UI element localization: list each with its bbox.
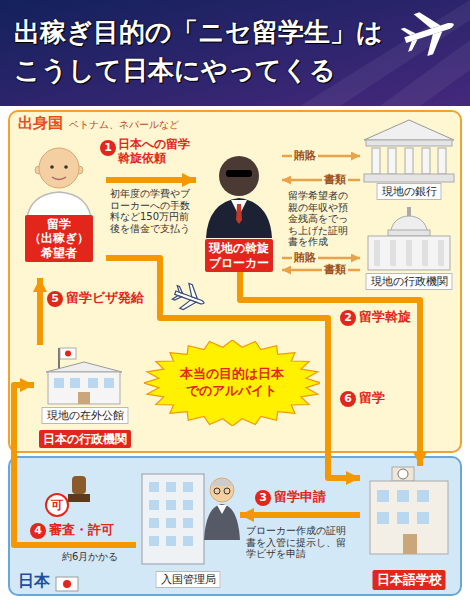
airplane-icon-part bbox=[421, 31, 448, 56]
edge-label: 留学ビザ発給 bbox=[66, 290, 144, 306]
stamp-mark: 可 bbox=[51, 498, 63, 512]
building-label: 入国管理局 bbox=[156, 571, 221, 588]
region-title: 出身国 bbox=[18, 114, 63, 132]
callout-number: 1 bbox=[100, 140, 116, 156]
edge-label: 留学斡旋 bbox=[359, 309, 411, 325]
edge-label: 書類 bbox=[322, 173, 348, 187]
embassy-node: 現地の在外公館日本の行政機関 bbox=[34, 345, 136, 450]
main-title: 出稼ぎ目的の「ニセ留学生」は こうして日本にやってくる bbox=[14, 14, 398, 89]
immigration-node: 入国管理局 bbox=[136, 466, 240, 590]
role-label: 留学（出稼ぎ） 希望者 bbox=[25, 215, 93, 262]
note-text: ブローカー作成の証明書を入管に提示し、留学ビザを申請 bbox=[246, 525, 354, 560]
airplane-icon-part bbox=[404, 21, 454, 42]
edge-label: 賄賂 bbox=[292, 251, 318, 265]
airplane-icon-part bbox=[401, 25, 416, 38]
duration-note: 約6月かかる bbox=[62, 551, 118, 563]
callout-number: 6 bbox=[340, 391, 356, 407]
edge-label: 留学 bbox=[359, 390, 385, 406]
airplane-icon bbox=[398, 3, 461, 61]
applicant-node: 留学（出稼ぎ） 希望者 bbox=[12, 140, 106, 278]
edge-label: 日本への留学 斡旋依頼 bbox=[118, 137, 190, 166]
true-purpose-burst: 本当の目的は日本 でのアルバイト bbox=[144, 340, 321, 426]
region-title: 日本 bbox=[18, 571, 50, 590]
building-label: 現地の在外公館 bbox=[42, 407, 129, 424]
title-band bbox=[0, 0, 470, 106]
government-node: 現地の行政機関 bbox=[360, 206, 458, 292]
airplane-icon-part bbox=[405, 39, 420, 52]
title-band-part bbox=[380, 40, 470, 106]
edge-label: 賄賂 bbox=[292, 149, 318, 163]
callout-number: 4 bbox=[30, 523, 46, 539]
burst-text: 本当の目的は日本 でのアルバイト bbox=[180, 366, 284, 400]
role-label: 日本語学校 bbox=[373, 570, 446, 590]
broker-node: 現地の斡旋 ブローカー bbox=[196, 150, 282, 272]
edge-label: 書類 bbox=[322, 263, 348, 277]
edge-label: 審査・許可 bbox=[49, 522, 114, 538]
role-label: 現地の斡旋 ブローカー bbox=[205, 239, 273, 272]
callout-number: 3 bbox=[255, 490, 271, 506]
school-node: 日本語学校 bbox=[360, 466, 458, 592]
bank-node: 現地の銀行 bbox=[360, 118, 458, 200]
role-label: 日本の行政機関 bbox=[39, 430, 131, 448]
region-subtitle: ベトナム、ネパールなど bbox=[69, 119, 179, 131]
burst-shape bbox=[144, 340, 321, 426]
note-text: 初年度の学費やブローカーへの手数料など150万円前後を借金で支払う bbox=[110, 188, 192, 234]
airplane-icon-part bbox=[414, 7, 441, 32]
building-label: 現地の銀行 bbox=[377, 183, 442, 200]
note-text: 留学希望者の親の年収や預金残高をでっち上げた証明書を作成 bbox=[288, 190, 356, 248]
title-band-part bbox=[0, 0, 470, 106]
edge-label: 留学申請 bbox=[274, 489, 326, 505]
callout-number: 5 bbox=[47, 291, 63, 307]
building-label: 現地の行政機関 bbox=[366, 273, 453, 290]
callout-number: 2 bbox=[340, 310, 356, 326]
country-region: 出身国ベトナム、ネパールなど留学（出稼ぎ） 希望者現地の斡旋 ブローカー 現地の銀… bbox=[8, 110, 462, 453]
title-band-part bbox=[300, 0, 470, 106]
